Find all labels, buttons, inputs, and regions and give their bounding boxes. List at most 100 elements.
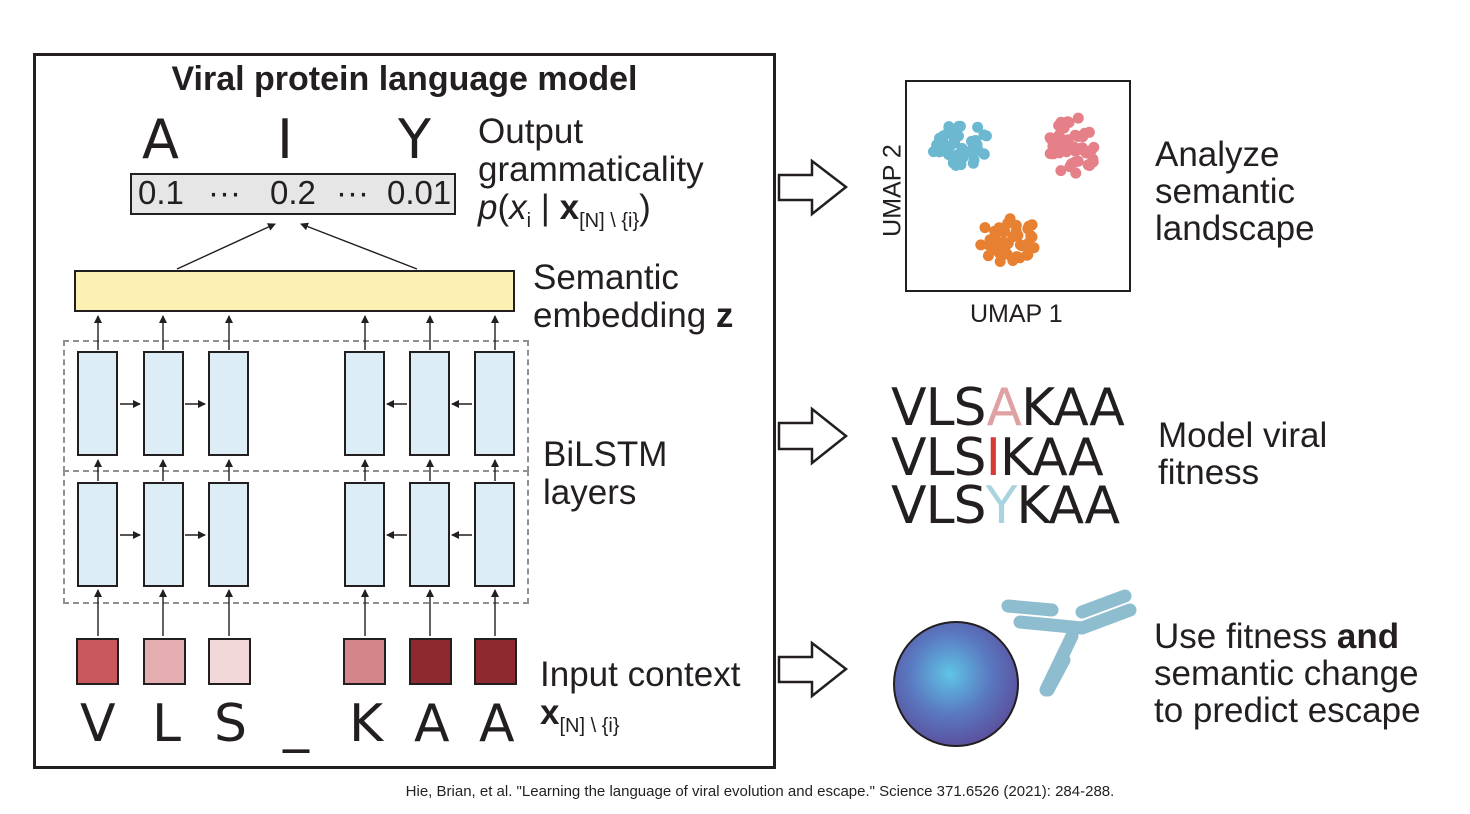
lstm-cell xyxy=(208,351,249,456)
umap-point xyxy=(989,231,1001,243)
fitness-sequence: VLSYKAA xyxy=(891,476,1120,536)
seq-prefix: VLS xyxy=(891,476,987,536)
umap-point xyxy=(1044,132,1056,144)
formula-sub-ctx: [N] \ {i} xyxy=(579,210,640,232)
lstm-cell xyxy=(474,351,515,456)
sequence-letter: S xyxy=(214,694,248,754)
semantic-label: Analyze semantic landscape xyxy=(1155,136,1315,247)
probability-value: 0.01 xyxy=(387,174,452,211)
escape-label-line2: semantic change xyxy=(1154,654,1419,693)
seq-prefix: VLS xyxy=(891,378,988,438)
umap-xlabel: UMAP 1 xyxy=(970,300,1063,328)
lstm-cell xyxy=(77,351,118,456)
lstm-cell xyxy=(208,482,249,587)
umap-point xyxy=(957,152,969,163)
vertical-arrows xyxy=(94,315,499,636)
seq-suffix: KAA xyxy=(999,428,1104,488)
output-letter-y: Y xyxy=(398,108,431,171)
umap-point xyxy=(975,239,987,251)
umap-point xyxy=(1062,134,1074,146)
escape-label: Use fitness and semantic change to predi… xyxy=(1154,618,1421,729)
bilstm-label: BiLSTM layers xyxy=(543,436,667,512)
umap-point xyxy=(979,222,991,234)
umap-point xyxy=(994,256,1006,267)
lstm-cell xyxy=(474,482,515,587)
formula-bold-x: x xyxy=(559,188,580,227)
output-label-line1: Output xyxy=(478,112,584,151)
probability-value: 0.2 xyxy=(270,174,316,211)
semantic-label-line: semantic xyxy=(1155,172,1296,211)
semantic-label-line: Analyze xyxy=(1155,135,1280,174)
umap-point xyxy=(971,139,983,151)
sequence-gap: _ xyxy=(283,694,309,754)
sequence-letter: K xyxy=(349,694,384,754)
probability-box xyxy=(130,173,456,215)
umap-point xyxy=(1072,155,1084,167)
embedding-label: Semantic embedding z xyxy=(533,259,733,335)
citation: Hie, Brian, et al. "Learning the languag… xyxy=(405,783,1115,800)
lstm-cell xyxy=(77,482,118,587)
umap-point xyxy=(1021,249,1033,261)
seq-prefix: VLS xyxy=(891,428,987,488)
sequence-letter: A xyxy=(479,694,515,754)
lstm-cell xyxy=(344,351,385,456)
probability-value: 0.1 xyxy=(138,174,184,211)
input-label-x: x xyxy=(540,693,560,732)
input-label-sub: [N] \ {i} xyxy=(559,715,620,737)
output-formula: p(xi | x[N] \ {i}) xyxy=(478,189,704,240)
arrow-to-fitness xyxy=(777,406,849,466)
umap-point xyxy=(978,129,990,141)
model-frame xyxy=(33,53,776,769)
context-square xyxy=(143,638,186,685)
umap-point xyxy=(983,239,994,251)
umap-point xyxy=(950,159,962,171)
umap-point xyxy=(1047,140,1059,152)
output-letter-a: A xyxy=(142,108,179,171)
context-square xyxy=(208,638,251,685)
formula-close: ) xyxy=(639,188,651,227)
umap-point xyxy=(1026,219,1038,231)
umap-point xyxy=(968,154,980,166)
umap-point xyxy=(1002,217,1014,229)
seq-suffix: KAA xyxy=(1021,378,1125,438)
umap-ylabel: UMAP 2 xyxy=(878,144,907,237)
fitness-label-line: Model viral xyxy=(1158,416,1328,455)
umap-point xyxy=(1055,165,1067,177)
umap-point xyxy=(1007,231,1019,243)
escape-label-bold: and xyxy=(1336,617,1400,656)
umap-point xyxy=(1072,144,1084,156)
sequence-letter: A xyxy=(414,694,450,754)
umap-point xyxy=(982,250,994,262)
formula-p: p xyxy=(478,188,498,227)
arrow-to-semantic xyxy=(777,158,849,217)
umap-point xyxy=(943,121,955,133)
antibody-icon xyxy=(1001,589,1137,697)
umap-point xyxy=(999,243,1011,255)
lstm-cell xyxy=(344,482,385,587)
sequence-letter: L xyxy=(152,694,181,754)
model-title: Viral protein language model xyxy=(171,60,638,98)
escape-label-line3: to predict escape xyxy=(1154,691,1421,730)
fitness-sequence: VLSAKAA xyxy=(891,378,1125,438)
umap-point xyxy=(1010,219,1022,231)
embedding-to-output-arrows xyxy=(176,222,418,270)
context-square xyxy=(76,638,119,685)
umap-point xyxy=(934,142,946,154)
bilstm-layer-2 xyxy=(63,470,529,604)
semantic-embedding-bar xyxy=(74,270,515,312)
bilstm-label-line2: layers xyxy=(543,473,637,512)
output-arrows xyxy=(777,158,849,699)
embedding-label-z: z xyxy=(715,296,734,335)
fitness-label: Model viral fitness xyxy=(1158,417,1327,491)
semantic-label-line: landscape xyxy=(1155,209,1315,248)
lstm-cell xyxy=(143,482,184,587)
umap-point xyxy=(1072,112,1084,124)
input-label: Input context x[N] \ {i} xyxy=(540,656,740,745)
lstm-cell xyxy=(409,482,450,587)
seq-mutation: A xyxy=(986,378,1023,438)
umap-point xyxy=(949,137,961,149)
fitness-label-line: fitness xyxy=(1158,453,1260,492)
seq-mutation: Y xyxy=(985,476,1018,536)
context-square xyxy=(343,638,386,685)
